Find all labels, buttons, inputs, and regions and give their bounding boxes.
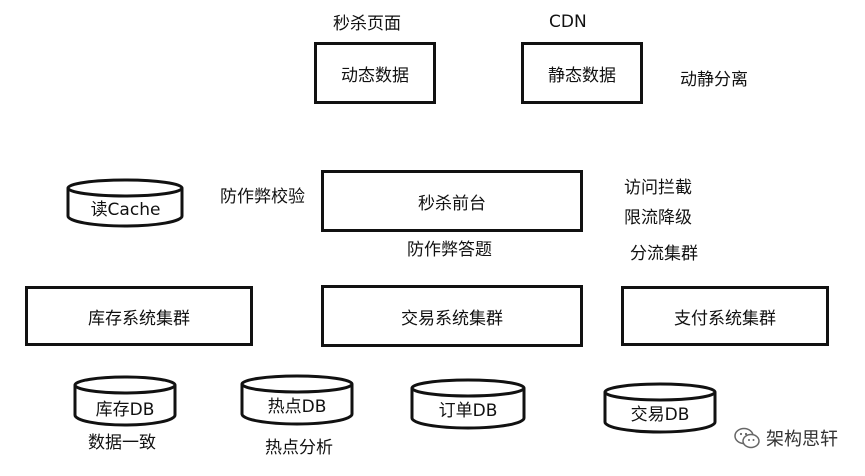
read-cache-label: 读Cache: [90, 199, 161, 220]
hotspot-db-cylinder: [240, 374, 354, 426]
anti-cheat-answer-note: 防作弊答题: [407, 240, 492, 260]
static-data-label: 静态数据: [548, 65, 616, 86]
hotspot-analysis-note: 热点分析: [265, 438, 333, 458]
hotspot-db-label: 热点DB: [267, 396, 327, 417]
watermark: 架构思轩: [734, 425, 838, 451]
traffic-split-note: 分流集群: [630, 244, 698, 264]
data-consistency-note: 数据一致: [88, 433, 156, 453]
dynamic-data-label: 动态数据: [341, 65, 409, 86]
seckill-page-caption: 秒杀页面: [333, 14, 401, 34]
dynamic-data-box: 动态数据: [314, 42, 436, 104]
access-intercept-note: 访问拦截: [624, 178, 692, 198]
trade-db-label: 交易DB: [630, 404, 690, 425]
static-data-box: 静态数据: [521, 42, 643, 104]
static-dynamic-separation-note: 动静分离: [680, 70, 748, 90]
seckill-frontend-label: 秒杀前台: [418, 193, 486, 214]
cdn-caption: CDN: [549, 12, 587, 32]
inventory-db-label: 库存DB: [95, 399, 155, 420]
anti-cheat-verify-note: 防作弊校验: [220, 187, 305, 207]
rate-limit-note: 限流降级: [624, 208, 692, 228]
inventory-db-cylinder: [73, 375, 177, 427]
trade-cluster-box: 交易系统集群: [321, 285, 583, 347]
order-db-label: 订单DB: [438, 400, 498, 421]
payment-cluster-box: 支付系统集群: [621, 286, 829, 346]
seckill-frontend-box: 秒杀前台: [321, 170, 583, 232]
wechat-icon: [734, 427, 760, 449]
inventory-cluster-label: 库存系统集群: [88, 308, 190, 329]
inventory-cluster-box: 库存系统集群: [25, 286, 253, 346]
watermark-text: 架构思轩: [766, 429, 838, 450]
read-cache-cylinder: [66, 178, 184, 228]
trade-db-cylinder: [603, 382, 717, 434]
order-db-cylinder: [410, 378, 526, 430]
trade-cluster-label: 交易系统集群: [401, 308, 503, 329]
payment-cluster-label: 支付系统集群: [674, 308, 776, 329]
